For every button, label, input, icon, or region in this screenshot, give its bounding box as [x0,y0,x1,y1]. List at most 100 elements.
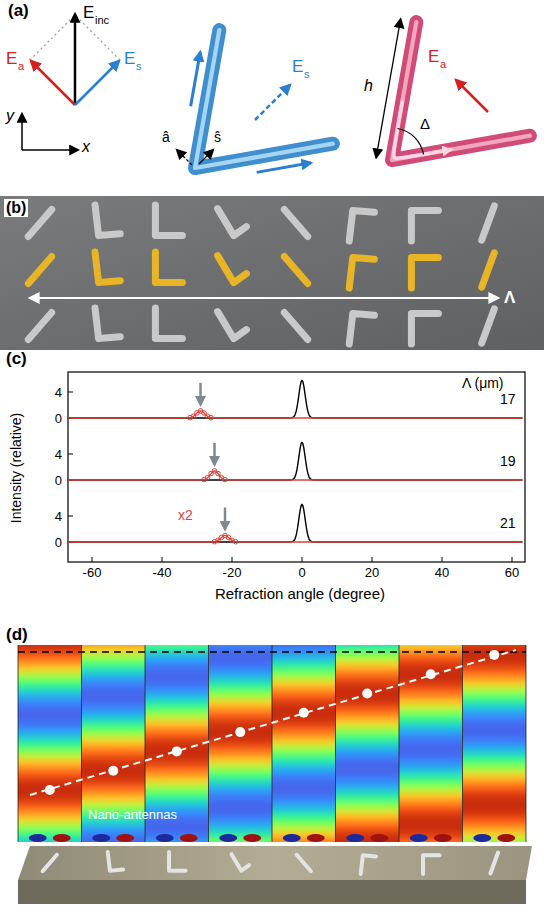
current-arrow [257,163,311,173]
nano-antenna [411,210,438,241]
period-value: 19 [500,454,516,468]
unit-vector [177,150,192,165]
nano-antenna [349,313,374,344]
intensity-plot [302,557,303,562]
symmetric-field-arrow [255,85,290,120]
legend-heading: Λ (μm) [462,376,504,390]
nano-antenna [411,257,438,288]
nano-antenna [284,313,307,340]
axis-title: Intensity (relative) [9,413,23,523]
nano-antenna [28,257,51,284]
intensity-plot [68,454,73,455]
field-symbol: E [124,50,135,67]
tick-label: 4 [55,448,62,461]
subscript: a [18,61,24,72]
angle-label: Δ [420,116,430,131]
tick-label: 0 [55,536,62,549]
nano-antenna [28,210,51,237]
nano-antenna [231,854,249,871]
phase-dot [489,650,499,660]
subscript: s [136,61,142,72]
wavefront-line [18,651,526,653]
data-point [216,471,221,476]
peak-arrow [224,508,227,530]
field-map [208,645,209,842]
phase-dot [45,785,55,795]
unit-vector-label: ŝ [214,130,221,144]
field-map [335,645,336,842]
nano-antenna [218,256,247,283]
nano-antenna [482,309,495,343]
panel-label: (b) [4,199,28,217]
vector-diagram [75,15,120,60]
intensity-plot [372,557,373,562]
field-column [336,645,400,842]
antenna-array [28,205,498,344]
field-map [370,834,388,842]
field-map [434,834,452,842]
nano-antenna [95,252,120,283]
field-map [283,834,301,842]
field-map [346,834,364,842]
field-map [399,645,400,842]
subscript: s [304,69,310,80]
field-map [462,645,463,842]
symmetric-antenna [195,30,333,168]
field-column [18,645,82,842]
angle-arc [398,128,424,154]
field-map [18,645,19,842]
subscript: a [440,59,446,70]
measured-curve [68,471,523,480]
nano-antenna [155,205,182,236]
tick-label: 20 [365,566,379,579]
data-point [223,477,228,482]
peak-arrow [199,383,202,405]
field-symbol: E [6,50,17,67]
data-point [209,415,214,420]
symmetric-field-arrow [75,61,119,105]
measured-curve [68,536,523,543]
antisymmetric-antenna [392,22,530,160]
field-map [92,834,110,842]
phase-dot [235,727,245,737]
field-column [399,645,463,842]
phase-dot [108,766,118,776]
field-column [463,645,527,842]
intensity-curve [68,504,523,542]
field-symbol: E [292,58,303,75]
phase-dot [426,669,436,679]
tick-label: 40 [435,566,449,579]
field-symbol: E [83,4,94,21]
intensity-curve [68,380,523,418]
intensity-plot [92,557,93,562]
field-symbol: E [428,48,439,65]
axis-title: Refraction angle (degree) [215,586,385,601]
period-arrow [30,297,498,299]
nano-antenna [169,852,186,871]
intensity-plot [232,557,233,562]
nano-antenna [28,313,51,340]
intensity-plot [162,557,163,562]
tick-label: 4 [55,510,62,523]
data-point [233,539,238,544]
nano-antenna [155,252,182,283]
unit-vector-label: â [162,130,170,144]
vector-diagram [30,15,75,60]
field-map [526,645,527,842]
tick-label: 60 [505,566,519,579]
symmetric-antenna [195,30,333,168]
vector-diagram [22,14,530,172]
tick-label: -40 [153,566,172,579]
axis-label: x [82,139,90,155]
field-map [53,834,71,842]
nano-antenna [349,257,374,288]
nano-antenna [482,253,495,287]
current-arrow [191,52,201,106]
tick-label: -60 [83,566,102,579]
period-label: Λ [504,289,515,306]
nano-antenna [218,209,247,236]
field-map [180,834,198,842]
nano-antenna [490,853,498,874]
